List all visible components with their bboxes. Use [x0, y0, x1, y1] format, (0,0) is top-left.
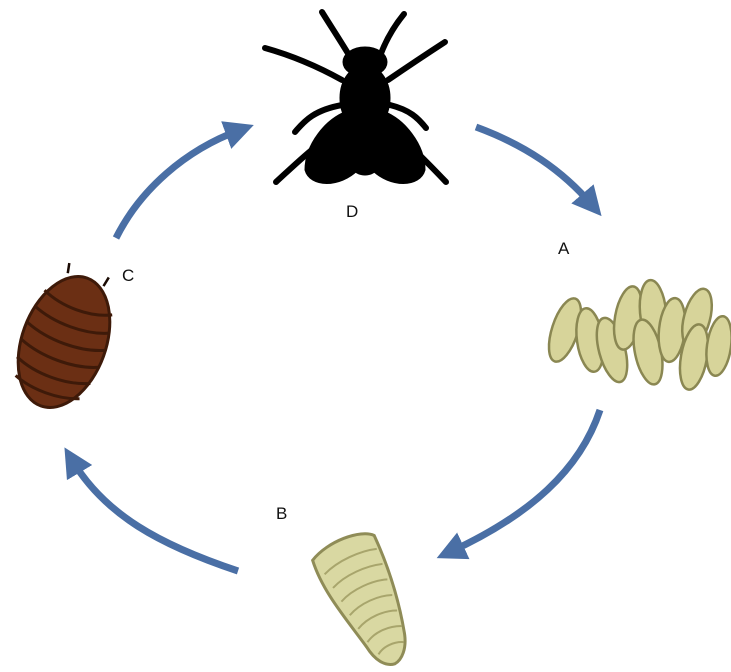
arrow-b-to-c — [72, 460, 238, 571]
stage-label-d: D — [346, 203, 358, 220]
pupa-icon — [1, 256, 129, 420]
eggs-icon — [542, 279, 731, 392]
fly-icon — [265, 12, 446, 184]
arrow-a-to-b — [450, 410, 600, 552]
stage-label-a: A — [558, 240, 569, 257]
stage-label-c: C — [122, 267, 134, 284]
larva-icon — [308, 525, 432, 672]
arrow-c-to-d — [116, 130, 240, 238]
stage-label-b: B — [276, 505, 287, 522]
arrow-d-to-a — [476, 127, 592, 205]
